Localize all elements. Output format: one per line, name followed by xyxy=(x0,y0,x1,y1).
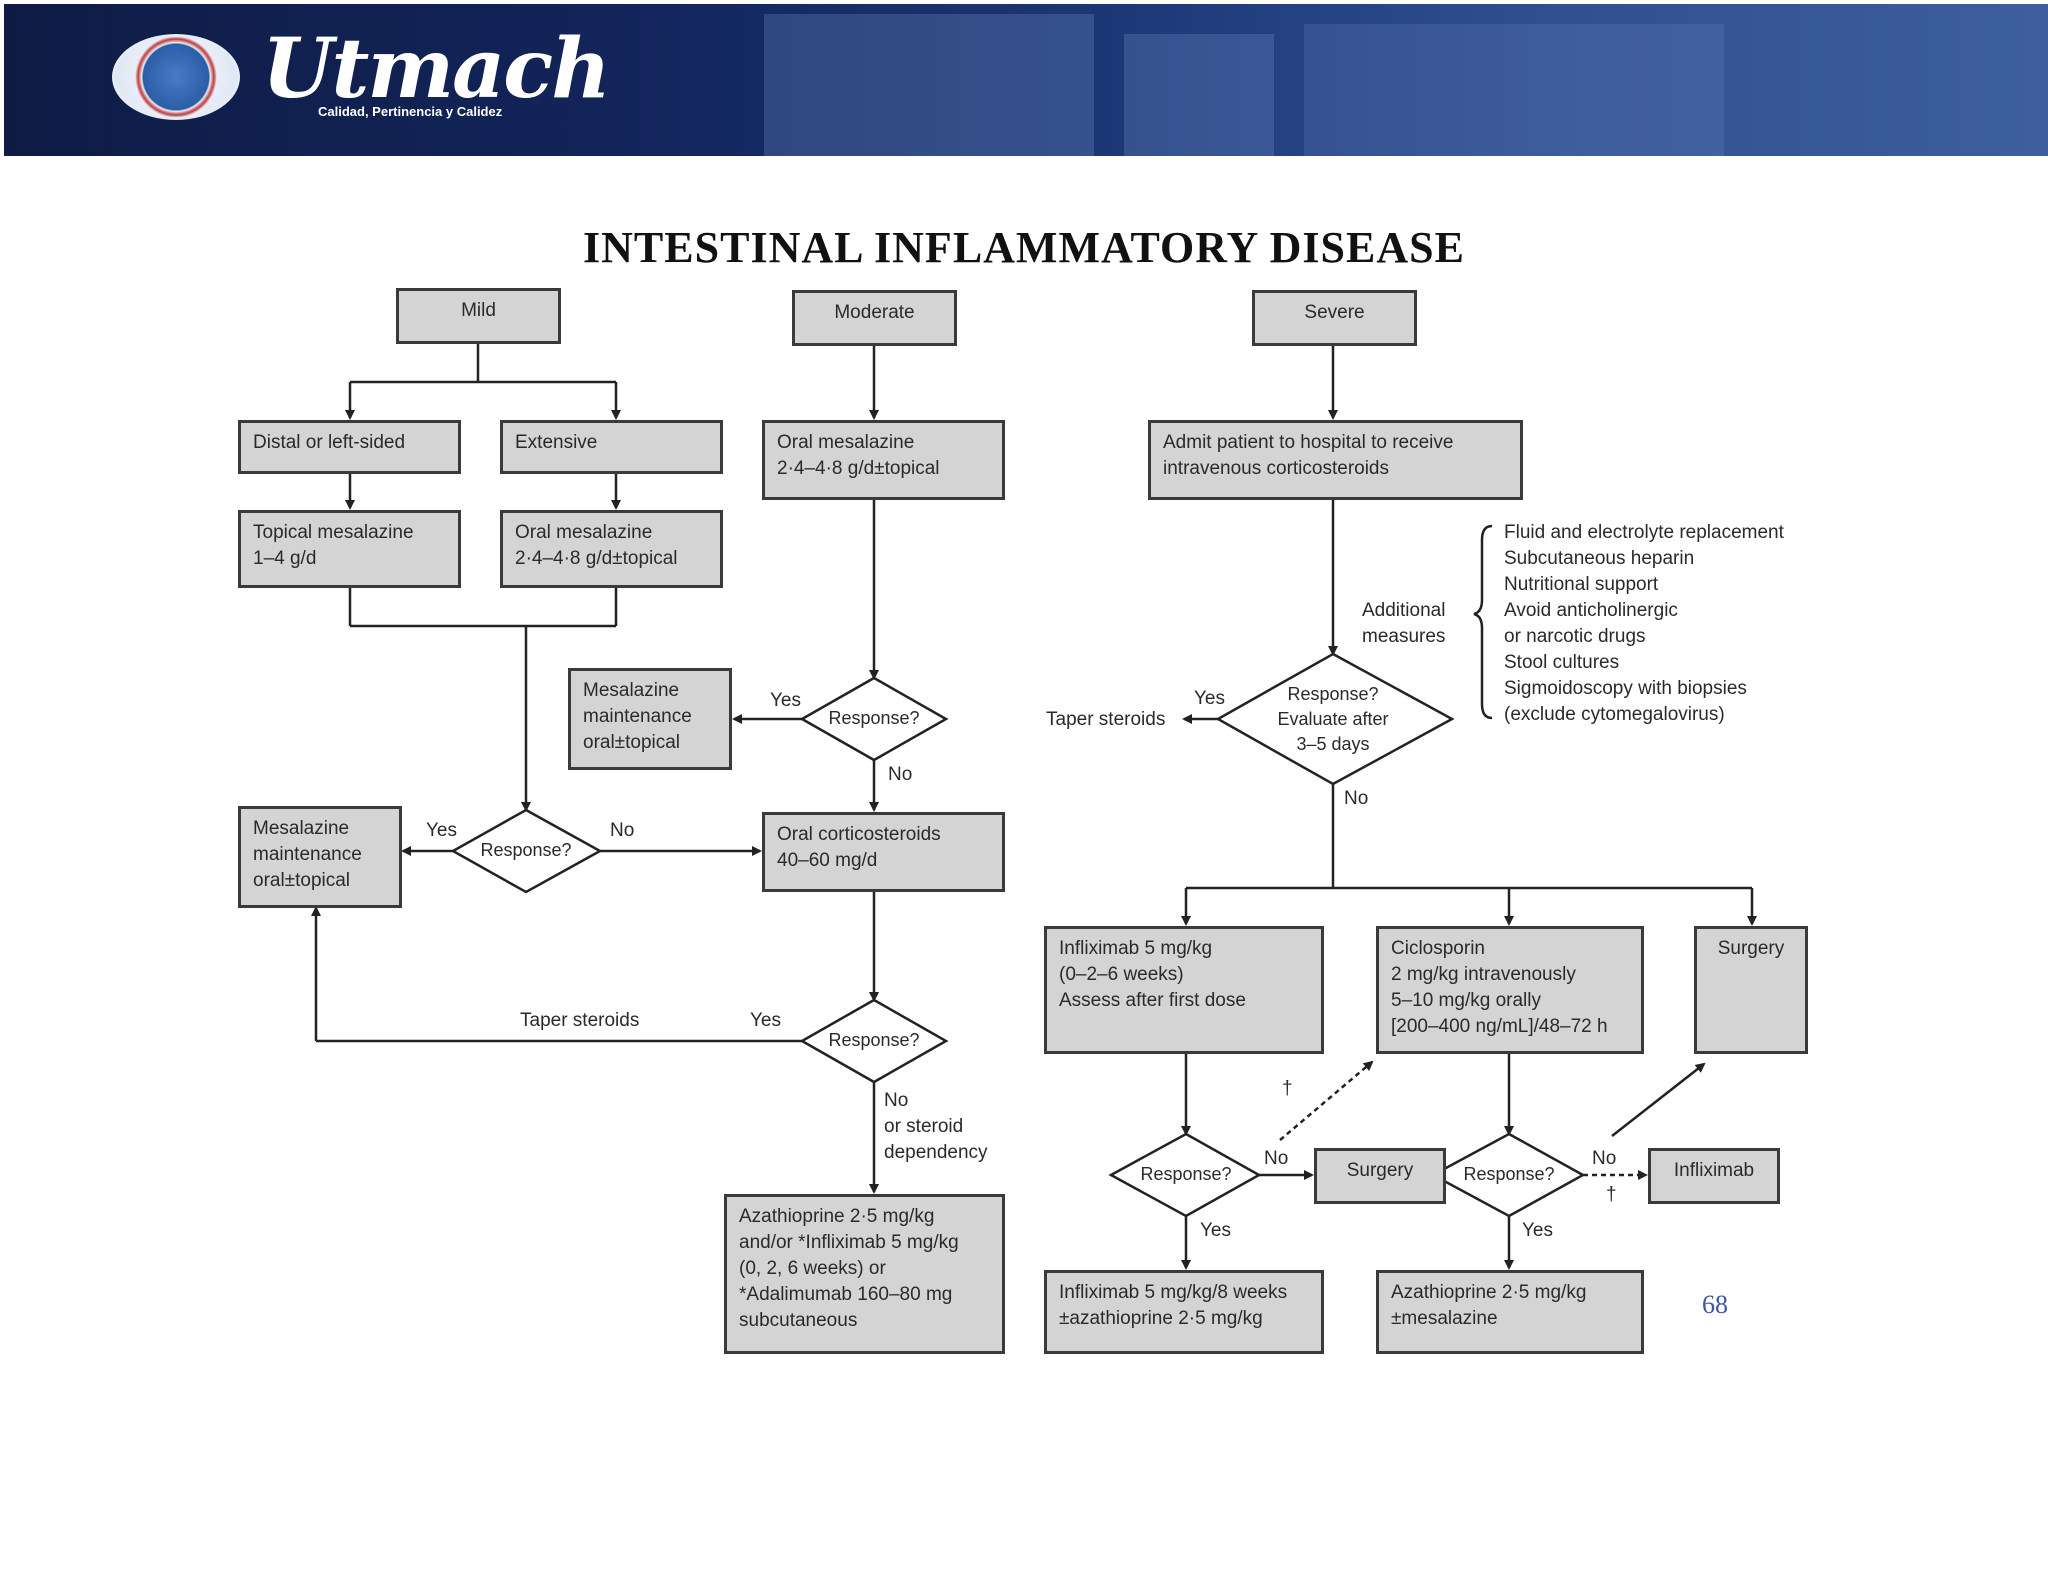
topical-mesalazine-box: Topical mesalazine 1–4 g/d xyxy=(238,510,461,588)
response-moderate-top: Response? xyxy=(828,708,920,728)
surgery-small-box: Surgery xyxy=(1314,1148,1446,1204)
diamond-shape xyxy=(799,998,949,1084)
infliximab-maintenance-box: Infliximab 5 mg/kg/8 weeks ±azathioprine… xyxy=(1044,1270,1324,1354)
yes-label: Yes xyxy=(770,690,801,711)
response-moderate-bottom: Response? xyxy=(828,1030,920,1050)
logo-text: Utmach xyxy=(262,21,611,117)
response-ciclosporin: Response? xyxy=(1463,1164,1555,1184)
banner-statue-image xyxy=(1304,24,1724,156)
moderate-box: Moderate xyxy=(792,290,957,346)
mesalazine-maintenance-left-box: Mesalazine maintenance oral±topical xyxy=(238,806,402,908)
header-banner xyxy=(4,4,2048,156)
mild-box: Mild xyxy=(396,288,561,344)
oral-mesalazine-moderate-box: Oral mesalazine 2·4–4·8 g/d±topical xyxy=(762,420,1005,500)
banner-building-image xyxy=(764,14,1094,156)
infliximab-severe-box: Infliximab 5 mg/kg (0–2–6 weeks) Assess … xyxy=(1044,926,1324,1054)
surgery-top-box: Surgery xyxy=(1694,926,1808,1054)
taper-steroids-label: Taper steroids xyxy=(1046,709,1166,730)
diamond-shape xyxy=(1215,652,1455,786)
oral-mesalazine-mild-box: Oral mesalazine 2·4–4·8 g/d±topical xyxy=(500,510,723,588)
oral-corticosteroids-box: Oral corticosteroids 40–60 mg/d xyxy=(762,812,1005,892)
response-infliximab: Response? xyxy=(1140,1164,1232,1184)
response-mild: Response? xyxy=(480,840,572,860)
severe-box: Severe xyxy=(1252,290,1417,346)
diamond-shape xyxy=(1108,1132,1262,1218)
distal-box: Distal or left-sided xyxy=(238,420,461,474)
dagger-label: † xyxy=(1282,1078,1293,1099)
response-severe: Response? Evaluate after 3–5 days xyxy=(1277,684,1389,754)
no-label: No xyxy=(610,820,635,841)
yes-label: Yes xyxy=(1522,1220,1553,1241)
additional-measures-label: Additional measures xyxy=(1362,600,1446,647)
university-seal-logo xyxy=(112,34,240,120)
taper-steroids-label: Taper steroids xyxy=(520,1010,640,1031)
page-title: INTESTINAL INFLAMMATORY DISEASE xyxy=(583,223,1465,272)
infliximab-small-box: Infliximab xyxy=(1648,1148,1780,1204)
no-label: No xyxy=(1344,788,1369,809)
extensive-box: Extensive xyxy=(500,420,723,474)
admit-hospital-box: Admit patient to hospital to receive int… xyxy=(1148,420,1523,500)
diamond-shape xyxy=(799,676,949,762)
no-steroid-dependency-label: No or steroid dependency xyxy=(884,1090,988,1163)
dagger-label: † xyxy=(1606,1184,1617,1205)
page-number: 68 xyxy=(1702,1290,1728,1319)
logo-tagline: Calidad, Pertinencia y Calidez xyxy=(318,104,503,119)
azathioprine-moderate-box: Azathioprine 2·5 mg/kg and/or *Inflixima… xyxy=(724,1194,1005,1354)
measures-list: Fluid and electrolyte replacement Subcut… xyxy=(1504,522,1784,725)
no-label: No xyxy=(1264,1148,1289,1169)
no-label: No xyxy=(1592,1148,1617,1169)
yes-label: Yes xyxy=(750,1010,781,1031)
no-label: No xyxy=(888,764,913,785)
yes-label: Yes xyxy=(1200,1220,1231,1241)
ciclosporin-box: Ciclosporin 2 mg/kg intravenously 5–10 m… xyxy=(1376,926,1644,1054)
diamond-shape xyxy=(450,808,603,894)
mesalazine-maintenance-top-box: Mesalazine maintenance oral±topical xyxy=(568,668,732,770)
banner-building-image xyxy=(1124,34,1274,156)
yes-label: Yes xyxy=(426,820,457,841)
diamond-shape xyxy=(1430,1132,1586,1218)
azathioprine-severe-box: Azathioprine 2·5 mg/kg ±mesalazine xyxy=(1376,1270,1644,1354)
yes-label: Yes xyxy=(1194,688,1225,709)
